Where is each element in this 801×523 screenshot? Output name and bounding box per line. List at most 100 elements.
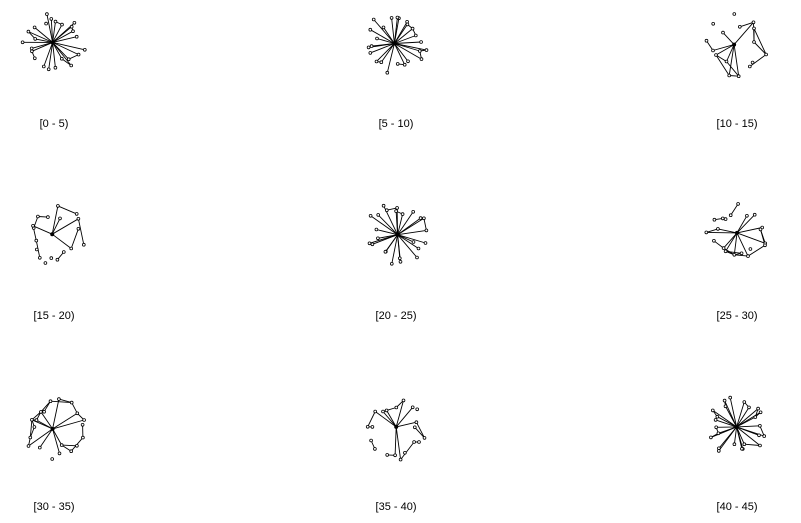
graph-edge	[397, 234, 426, 244]
graph-node	[418, 49, 422, 53]
graph-edge	[52, 419, 85, 430]
graph-node	[367, 241, 372, 246]
graph-edge	[397, 234, 418, 258]
network-graph-svg	[365, 398, 427, 462]
graph-node	[373, 447, 377, 451]
graph-node	[31, 223, 35, 228]
graph-edge	[718, 426, 737, 434]
graph-node	[29, 46, 34, 51]
graph-edge	[736, 426, 760, 436]
graph-edge	[385, 234, 398, 253]
graph-edge	[393, 17, 398, 44]
graph-node	[752, 212, 757, 217]
network-graph-svg	[709, 395, 766, 453]
graph-node	[395, 206, 399, 210]
graph-node	[60, 22, 64, 27]
graph-node	[69, 63, 73, 68]
graph-node	[757, 433, 761, 438]
graph-node	[762, 434, 766, 438]
network-graph-svg	[366, 15, 429, 75]
graph-edge	[52, 36, 77, 43]
graph-node	[30, 49, 34, 54]
graph-node	[397, 256, 402, 261]
graph-edge	[394, 24, 408, 44]
graph-edge	[736, 411, 761, 428]
graph-edge	[370, 215, 398, 236]
graph-node	[710, 408, 715, 413]
graph-edge	[28, 428, 53, 447]
graph-edge	[52, 399, 60, 429]
graph-node	[62, 250, 66, 254]
graph-edge	[370, 43, 395, 54]
network-panel	[0, 368, 114, 488]
graph-edge	[736, 214, 756, 234]
graph-edge	[40, 411, 53, 430]
network-panel	[0, 0, 114, 102]
graph-edge	[726, 44, 735, 62]
graph-node	[26, 29, 31, 34]
graph-node	[57, 397, 61, 401]
graph-edge	[706, 40, 714, 51]
graph-node	[728, 213, 733, 217]
graph-node	[34, 418, 39, 422]
network-panel	[336, 368, 456, 488]
graph-edge	[376, 43, 395, 62]
graph-node	[56, 204, 60, 208]
graph-node	[53, 65, 58, 70]
graph-hub-node	[50, 426, 55, 431]
graph-edge	[383, 27, 395, 44]
graph-edge	[715, 419, 737, 428]
graph-node	[713, 418, 718, 422]
graph-edge	[58, 398, 72, 404]
graph-node	[704, 38, 709, 43]
graph-node	[375, 36, 379, 41]
graph-node	[385, 453, 389, 457]
graph-edge	[382, 411, 397, 428]
graph-node	[732, 253, 737, 257]
graph-node	[712, 217, 717, 222]
graph-node	[76, 216, 81, 221]
graph-node	[32, 56, 37, 61]
graph-node	[48, 399, 53, 404]
graph-edge	[726, 61, 740, 77]
graph-edge	[32, 225, 53, 235]
graph-edge	[77, 218, 85, 245]
network-panel	[676, 174, 796, 294]
graph-edge	[377, 234, 398, 239]
graph-edge	[52, 412, 78, 430]
graph-node	[36, 214, 40, 219]
graph-node	[55, 257, 60, 262]
graph-node	[69, 449, 73, 453]
graph-edge	[377, 214, 398, 236]
graph-edge	[52, 41, 79, 56]
graph-node	[76, 52, 81, 57]
graph-node	[722, 398, 727, 403]
graph-edge	[736, 426, 761, 446]
graph-node	[384, 208, 389, 212]
graph-edge	[736, 232, 766, 244]
graph-node	[403, 451, 407, 455]
network-graph-svg	[31, 204, 86, 265]
graph-node	[32, 25, 37, 30]
time-window-label: [0 - 5)	[39, 118, 69, 130]
graph-node	[383, 250, 388, 254]
graph-edge	[29, 426, 35, 438]
graph-node	[369, 44, 374, 48]
graph-node	[758, 410, 763, 415]
graph-edge	[61, 58, 72, 66]
graph-node	[45, 12, 49, 16]
graph-node	[374, 59, 379, 64]
graph-node	[739, 251, 744, 256]
graph-node	[723, 217, 728, 221]
graph-node	[414, 420, 419, 424]
graph-edge	[369, 234, 398, 244]
graph-edge	[397, 213, 404, 235]
graph-hub-node	[50, 40, 55, 45]
graph-node	[751, 20, 756, 25]
graph-edge	[373, 19, 395, 44]
graph-hub-node	[394, 424, 399, 429]
graph-edge	[736, 408, 759, 428]
network-graph-svg	[26, 397, 86, 461]
graph-node	[720, 216, 725, 221]
graph-hub-node	[735, 230, 739, 235]
